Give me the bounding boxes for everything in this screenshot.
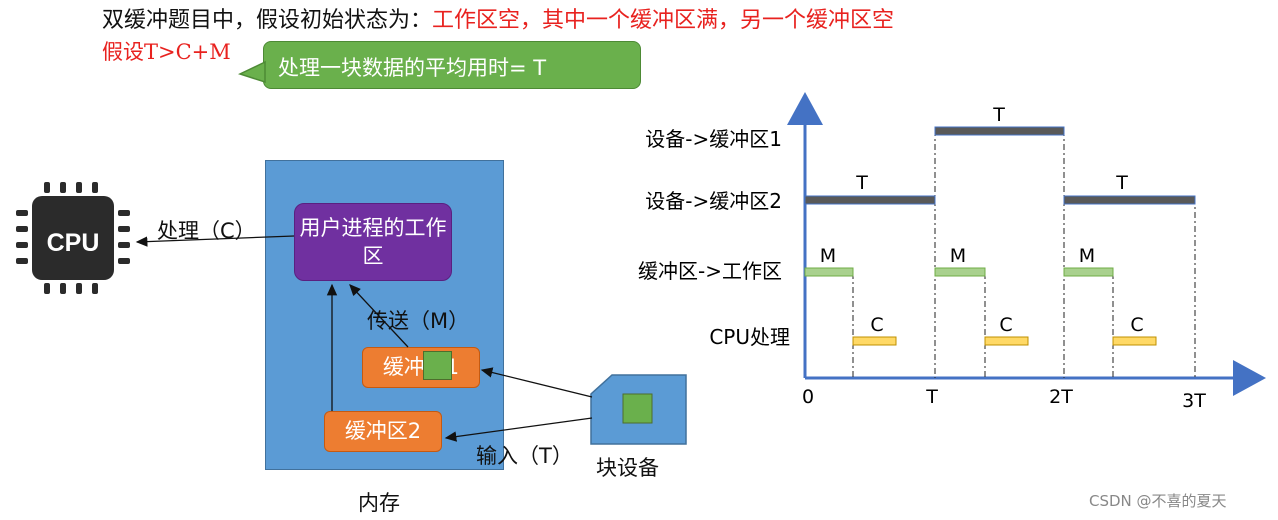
x-tick-3t: 3T: [1182, 390, 1206, 412]
bar-label-t1: T: [992, 104, 1005, 126]
bar-transfer-3: [1063, 267, 1114, 277]
x-tick-t: T: [925, 386, 938, 408]
bar-label-t3: T: [1115, 172, 1128, 194]
memory-label: 内存: [358, 491, 400, 515]
bar-label-m3: M: [1079, 245, 1095, 267]
arrow-device-to-buffer2: [444, 417, 593, 442]
bar-label-c1: C: [870, 314, 883, 336]
row-label-buffer-workarea: 缓冲区->工作区: [638, 259, 782, 283]
bar-cpu-3: [1112, 336, 1157, 346]
timeline-guides: [852, 130, 1196, 378]
arrow-device-to-buffer1: [480, 367, 593, 398]
row-label-device-buffer2: 设备->缓冲区2: [645, 189, 782, 213]
callout-text: 处理一块数据的平均用时= T: [278, 56, 547, 80]
problem-condition: 工作区空，其中一个缓冲区满，另一个缓冲区空: [432, 8, 895, 33]
bar-device-buffer2-b: [1063, 195, 1196, 205]
block-device-label: 块设备: [596, 456, 659, 480]
average-time-callout: 处理一块数据的平均用时= T: [263, 41, 641, 89]
bar-device-buffer1: [934, 126, 1065, 136]
bar-cpu-1: [852, 336, 897, 346]
bar-label-m2: M: [950, 245, 966, 267]
watermark: CSDN @不喜的夏天: [1089, 492, 1227, 510]
bar-label-m1: M: [820, 245, 836, 267]
row-label-device-buffer1: 设备->缓冲区1: [645, 127, 782, 151]
timeline-chart: 设备->缓冲区1 设备->缓冲区2 缓冲区->工作区 CPU处理 T T T M…: [638, 92, 1266, 412]
problem-statement: 双缓冲题目中，假设初始状态为：工作区空，其中一个缓冲区满，另一个缓冲区空: [102, 2, 894, 34]
bar-cpu-2: [984, 336, 1029, 346]
bar-label-c2: C: [999, 314, 1012, 336]
assumption-text: 假设T>C+M: [102, 40, 231, 64]
cpu-chip-icon: CPU: [16, 182, 130, 294]
bar-label-t2: T: [855, 172, 868, 194]
bar-label-c3: C: [1130, 314, 1143, 336]
callout-pointer: [238, 60, 266, 84]
x-tick-0: 0: [802, 386, 814, 408]
buffer-2: 缓冲区2: [324, 411, 442, 452]
input-t-label: 输入（T）: [476, 444, 573, 468]
user-work-area: 用户进程的工作区: [294, 203, 452, 281]
problem-intro: 双缓冲题目中，假设初始状态为：: [102, 8, 433, 33]
bar-transfer-1: [804, 267, 854, 277]
data-block-in-buffer: [423, 351, 452, 380]
bar-transfer-2: [934, 267, 986, 277]
arrow-workarea-to-cpu: [135, 235, 295, 247]
block-device-icon: [590, 374, 687, 445]
row-label-cpu: CPU处理: [709, 325, 790, 349]
bar-device-buffer2-a: [804, 195, 936, 205]
cpu-label: CPU: [47, 229, 100, 257]
x-tick-2t: 2T: [1049, 386, 1073, 408]
arrow-buffer1-to-workarea: [349, 284, 409, 348]
